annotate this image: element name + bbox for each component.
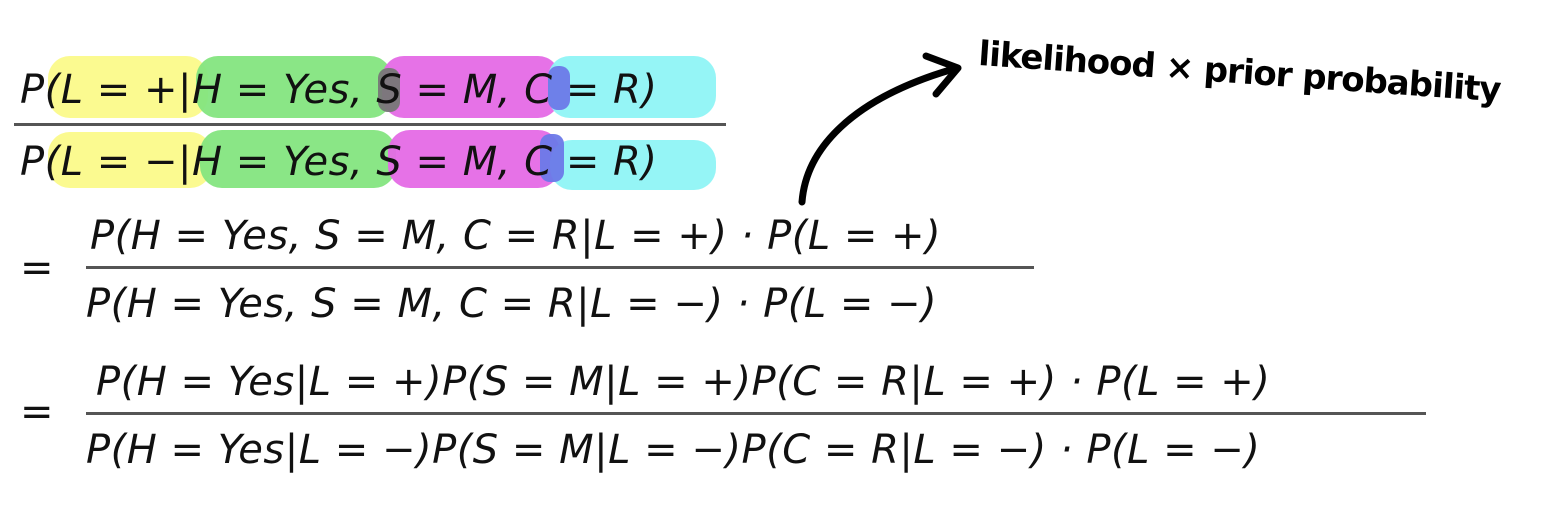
highlight-cyan-denominator (550, 140, 716, 190)
handwritten-annotation: likelihood × prior probability (952, 20, 1552, 110)
highlight-pink-denominator (388, 130, 560, 188)
fraction-3-denominator: P(H = Yes|L = −)P(S = M|L = −)P(C = R|L … (86, 427, 1261, 473)
highlight-overlap-3 (540, 134, 564, 182)
fraction-1-numerator: P(L = +|H = Yes, S = M, C = R) (20, 67, 658, 113)
highlight-yellow-numerator (48, 56, 208, 118)
highlight-green-denominator (200, 130, 396, 188)
arrow-icon (798, 52, 962, 206)
fraction-3-equals: = (20, 389, 54, 435)
fraction-2-bar (86, 266, 1034, 269)
fraction-1-bar (14, 123, 726, 126)
highlight-overlap-1 (378, 68, 400, 112)
highlight-overlap-2 (548, 66, 570, 110)
highlight-pink-numerator (382, 56, 560, 118)
fraction-3-bar (86, 412, 1426, 415)
highlight-cyan-numerator (548, 56, 716, 118)
highlight-green-numerator (196, 56, 392, 118)
fraction-2-denominator: P(H = Yes, S = M, C = R|L = −) · P(L = −… (86, 281, 938, 327)
fraction-2-equals: = (20, 245, 54, 291)
annotation-text: likelihood × prior probability (977, 34, 1502, 111)
fraction-2-numerator: P(H = Yes, S = M, C = R|L = +) · P(L = +… (90, 213, 942, 259)
highlight-yellow-denominator (48, 132, 212, 188)
fraction-1-denominator: P(L = −|H = Yes, S = M, C = R) (20, 139, 658, 185)
fraction-3-numerator: P(H = Yes|L = +)P(S = M|L = +)P(C = R|L … (96, 359, 1271, 405)
